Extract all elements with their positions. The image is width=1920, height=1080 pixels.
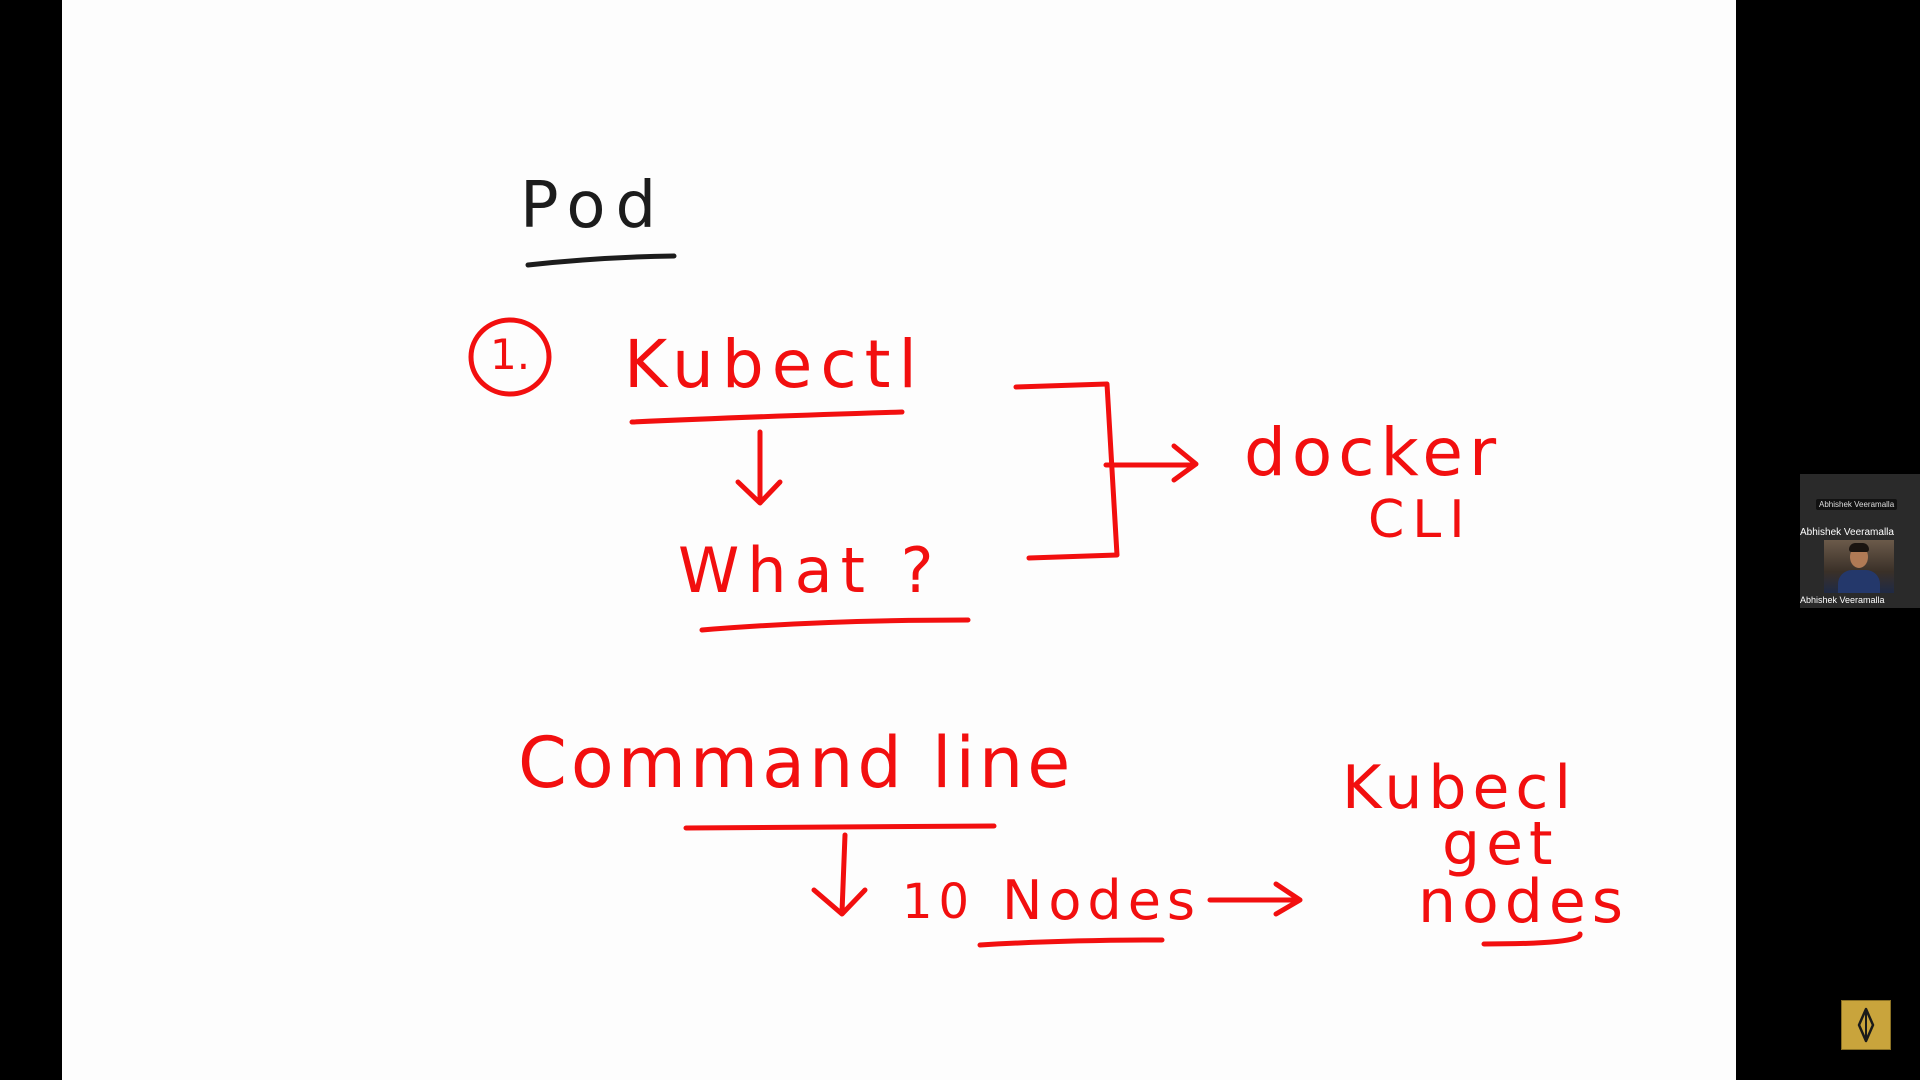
participant-video — [1824, 540, 1894, 593]
kubectl-down-arrow — [735, 429, 783, 506]
whiteboard-canvas[interactable]: Pod 1. Kubectl What ? docker CLI Command… — [62, 0, 1736, 1080]
kubectl-underline — [629, 409, 905, 425]
participant-tile[interactable]: Abhishek Veeramalla Abhishek Veeramalla … — [1800, 474, 1920, 608]
participant-name-bottom: Abhishek Veeramalla — [1800, 595, 1885, 605]
get-nodes-label: nodes — [1418, 867, 1629, 937]
docker-arrow — [1103, 443, 1199, 483]
kubectl-label: Kubectl — [624, 326, 925, 403]
what-underline — [699, 617, 971, 633]
ten-number: 10 — [902, 874, 976, 930]
title-pod: Pod — [520, 169, 667, 243]
participant-name-mid: Abhishek Veeramalla — [1800, 527, 1894, 538]
bracket — [1013, 381, 1120, 561]
compass-diamond-icon — [1857, 1007, 1875, 1043]
step-circle — [468, 317, 552, 397]
command-line-label: Command line — [518, 722, 1075, 804]
app-logo-button[interactable] — [1841, 1000, 1891, 1050]
what-label: What ? — [678, 534, 942, 607]
participant-name-top: Abhishek Veeramalla — [1816, 499, 1898, 510]
kubectl-cmd-label: Kubecl — [1342, 753, 1578, 823]
command-line-underline — [683, 823, 997, 831]
cli-label: CLI — [1368, 490, 1473, 550]
docker-label: docker — [1244, 414, 1503, 491]
ink-strokes — [468, 253, 1583, 948]
command-down-arrow — [811, 832, 868, 917]
get-nodes-underline — [1481, 931, 1583, 947]
nodes-arrow — [1207, 881, 1303, 917]
nodes-label: Nodes — [1002, 869, 1202, 932]
step-number: 1. — [490, 330, 531, 379]
video-hair — [1849, 543, 1869, 552]
nodes-underline — [977, 937, 1165, 948]
get-label: get — [1442, 809, 1559, 879]
video-shirt — [1838, 570, 1880, 593]
pod-underline — [525, 253, 677, 268]
